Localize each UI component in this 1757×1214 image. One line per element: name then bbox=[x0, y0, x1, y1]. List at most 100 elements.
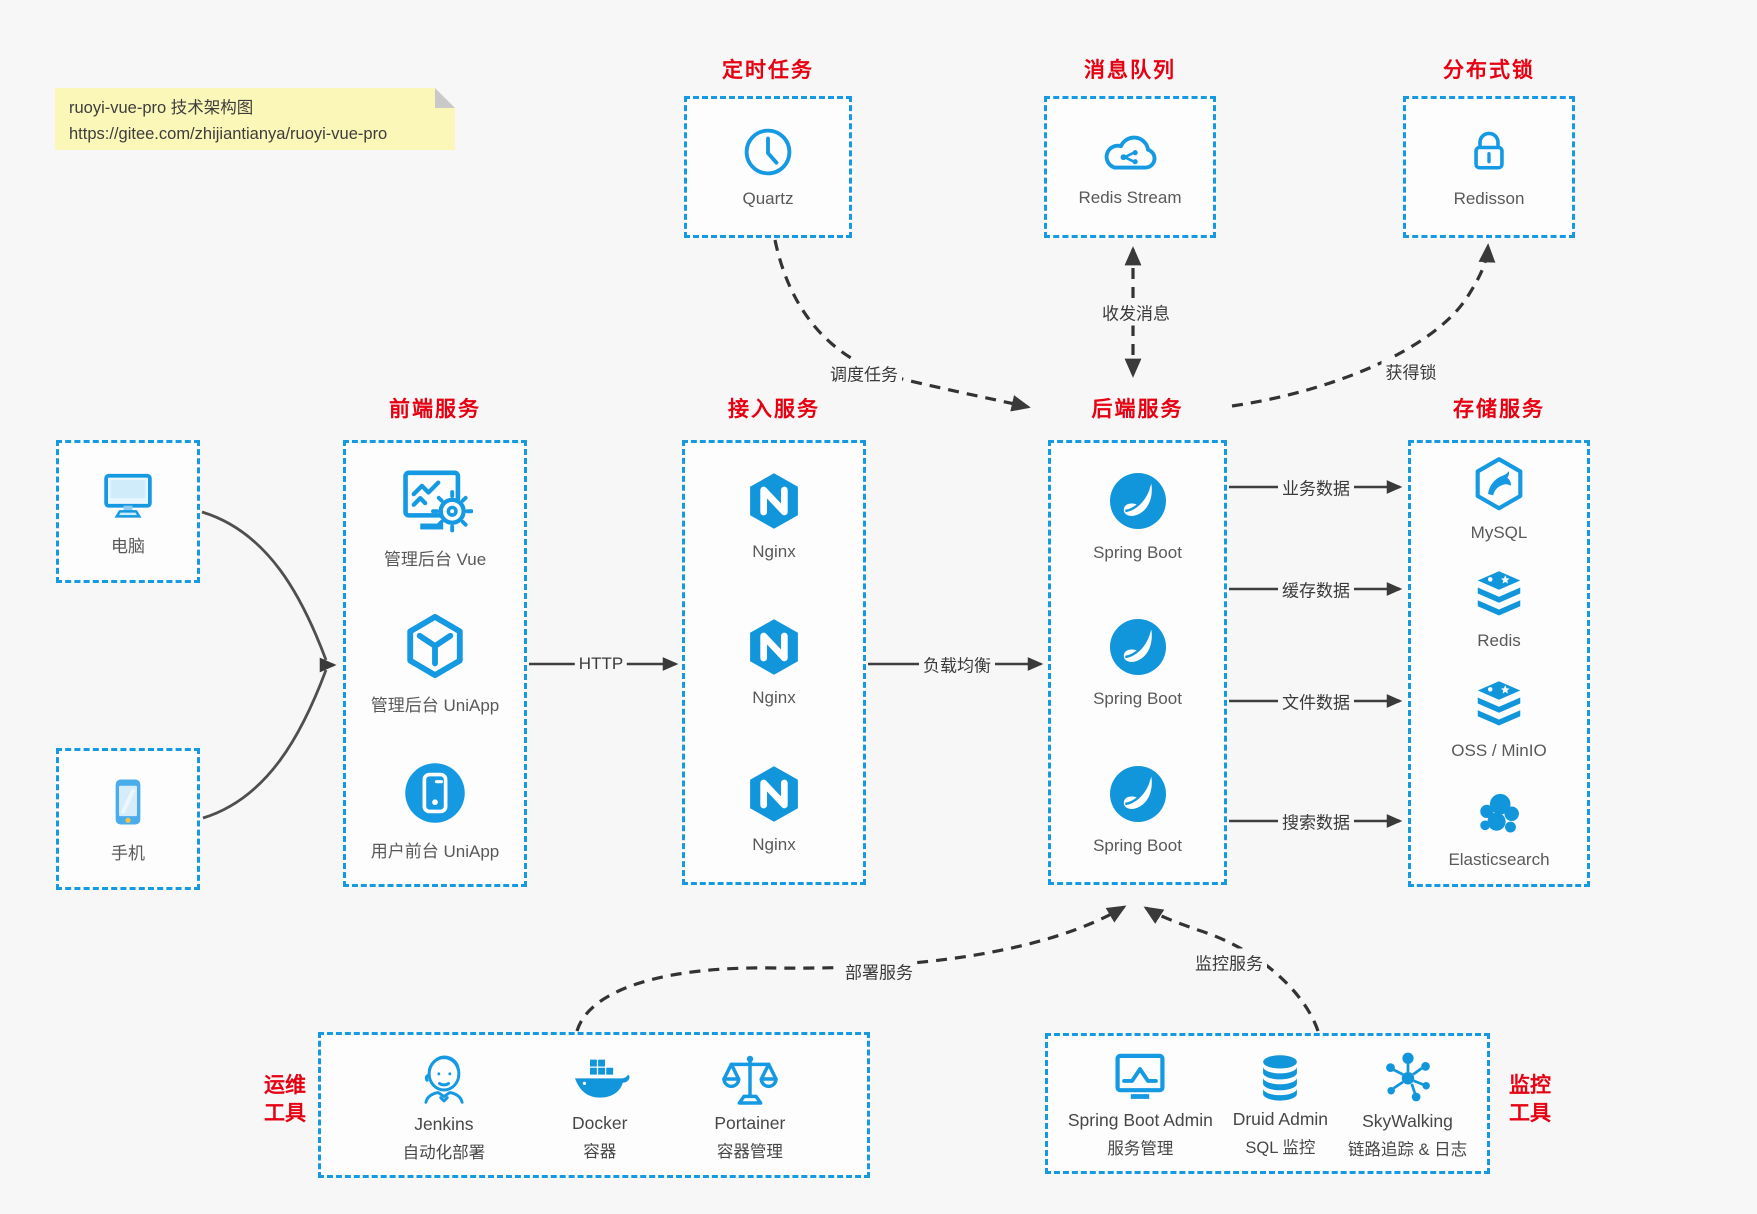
spring-boot-icon bbox=[1109, 765, 1166, 822]
edge-acquire-lock bbox=[1231, 243, 1496, 408]
nginx-icon bbox=[750, 766, 798, 822]
pc-client-node: 电脑 bbox=[59, 443, 197, 580]
topology-icon bbox=[1385, 1052, 1430, 1102]
user-uniapp-node: 用户前台 UniApp bbox=[346, 737, 524, 884]
jenkins-node: Jenkins 自动化部署 bbox=[402, 1048, 486, 1163]
user-app-icon bbox=[405, 763, 465, 823]
phone-client-box: 手机 bbox=[56, 748, 200, 890]
druid-admin-desc: SQL 监控 bbox=[1245, 1139, 1316, 1157]
nginx-node-2: Nginx bbox=[685, 589, 863, 735]
group-title-storage: 存储服务 bbox=[1453, 398, 1545, 421]
frontend-box: 管理后台 Vue 管理后台 UniApp 用户前台 UniApp bbox=[343, 440, 527, 887]
jenkins-name: Jenkins bbox=[414, 1113, 474, 1134]
nginx-icon bbox=[750, 619, 798, 676]
monitor-chart-icon bbox=[1115, 1053, 1165, 1099]
lock-icon bbox=[1474, 131, 1504, 170]
edge-label-deploy-service: 部署服务 bbox=[841, 957, 917, 985]
group-title-frontend: 前端服务 bbox=[389, 398, 481, 421]
portainer-name: Portainer bbox=[714, 1112, 786, 1133]
edge-label-load-balance: 负载均衡 bbox=[919, 650, 995, 678]
admin-vue-label: 管理后台 Vue bbox=[383, 550, 487, 569]
redisson-label: Redisson bbox=[1453, 189, 1525, 208]
edge-label-monitor-service: 监控服务 bbox=[1191, 948, 1267, 976]
group-title-message-queue: 消息队列 bbox=[1084, 59, 1176, 82]
edge-label-schedule-task: 调度任务 bbox=[826, 359, 902, 387]
group-title-distributed-lock: 分布式锁 bbox=[1443, 59, 1535, 82]
group-title-gateway: 接入服务 bbox=[728, 398, 820, 421]
mysql-icon bbox=[1475, 456, 1523, 510]
sticky-note: ruoyi-vue-pro 技术架构图 https://gitee.com/zh… bbox=[55, 88, 455, 150]
phone-client-node: 手机 bbox=[59, 751, 197, 887]
redis-stream-box: Redis Stream bbox=[1044, 96, 1216, 238]
edge-label-search-data: 搜索数据 bbox=[1278, 807, 1354, 835]
ops-tools-box: Jenkins 自动化部署 Docker 容器 bbox=[318, 1032, 870, 1178]
edge-label-file-data: 文件数据 bbox=[1278, 687, 1354, 715]
database-icon bbox=[1263, 1055, 1298, 1101]
monitoring-tools-side-label: 监控 工具 bbox=[1509, 1074, 1551, 1126]
user-uniapp-label: 用户前台 UniApp bbox=[370, 842, 500, 861]
spring-boot-icon bbox=[1109, 619, 1166, 676]
elasticsearch-label: Elasticsearch bbox=[1448, 850, 1550, 870]
group-title-backend: 后端服务 bbox=[1091, 398, 1184, 421]
redis-label: Redis bbox=[1477, 630, 1521, 650]
admin-uniapp-node: 管理后台 UniApp bbox=[346, 590, 524, 737]
mysql-label: MySQL bbox=[1470, 522, 1528, 542]
spring-boot-admin-name: Spring Boot Admin bbox=[1067, 1110, 1213, 1130]
admin-uniapp-label: 管理后台 UniApp bbox=[370, 696, 500, 715]
spring-boot-node-3: Spring Boot bbox=[1051, 736, 1224, 882]
redis-stream-label: Redis Stream bbox=[1078, 188, 1182, 207]
storage-box: MySQL Redis bbox=[1408, 440, 1590, 887]
uniapp-cube-icon bbox=[407, 613, 463, 679]
quartz-node: Quartz bbox=[687, 99, 849, 235]
object-storage-icon bbox=[1477, 681, 1521, 726]
druid-admin-name: Druid Admin bbox=[1232, 1109, 1329, 1129]
docker-whale-icon bbox=[574, 1059, 630, 1098]
elasticsearch-node: Elasticsearch bbox=[1411, 774, 1587, 884]
monitoring-tools-box: Spring Boot Admin 服务管理 Druid Admin SQL 监… bbox=[1045, 1033, 1490, 1174]
group-title-scheduled-task: 定时任务 bbox=[722, 59, 814, 82]
spring-boot-node-1: Spring Boot bbox=[1051, 443, 1224, 589]
spring-boot-node-2: Spring Boot bbox=[1051, 589, 1224, 735]
pc-client-box: 电脑 bbox=[56, 440, 200, 583]
clock-icon bbox=[744, 128, 792, 176]
spring-boot-icon bbox=[1109, 473, 1166, 530]
nginx-label-1: Nginx bbox=[752, 542, 796, 562]
phone-client-label: 手机 bbox=[111, 843, 145, 863]
edge-pc-to-frontend bbox=[201, 510, 328, 661]
skywalking-name: SkyWalking bbox=[1362, 1111, 1453, 1131]
redis-node: Redis bbox=[1411, 553, 1587, 663]
spring-boot-admin-node: Spring Boot Admin 服务管理 bbox=[1068, 1048, 1213, 1159]
edge-label-http: HTTP bbox=[574, 653, 628, 675]
edge-label-send-receive-message: 收发消息 bbox=[1098, 298, 1174, 326]
redis-stream-node: Redis Stream bbox=[1047, 99, 1213, 235]
redisson-node: Redisson bbox=[1406, 99, 1572, 235]
note-url: https://gitee.com/zhijiantianya/ruoyi-vu… bbox=[69, 124, 388, 143]
redis-stack-icon bbox=[1477, 571, 1521, 616]
nginx-label-2: Nginx bbox=[752, 688, 796, 708]
spring-boot-label-3: Spring Boot bbox=[1093, 835, 1182, 855]
ops-tools-side-label: 运维 工具 bbox=[264, 1074, 306, 1126]
docker-desc: 容器 bbox=[583, 1142, 617, 1161]
redisson-box: Redisson bbox=[1403, 96, 1575, 238]
druid-admin-node: Druid Admin SQL 监控 bbox=[1233, 1049, 1328, 1158]
nginx-icon bbox=[750, 473, 798, 529]
spring-boot-admin-desc: 服务管理 bbox=[1107, 1140, 1174, 1158]
quartz-box: Quartz bbox=[684, 96, 852, 238]
docker-node: Docker 容器 bbox=[567, 1049, 633, 1162]
docker-name: Docker bbox=[572, 1112, 628, 1133]
edge-label-business-data: 业务数据 bbox=[1278, 473, 1354, 501]
portainer-node: Portainer 容器管理 bbox=[714, 1049, 785, 1162]
note-fold-corner bbox=[435, 88, 455, 108]
smartphone-icon bbox=[115, 779, 141, 824]
skywalking-desc: 链路追踪 & 日志 bbox=[1347, 1141, 1468, 1159]
mysql-node: MySQL bbox=[1411, 443, 1587, 553]
portainer-desc: 容器管理 bbox=[716, 1142, 783, 1161]
cloud-stream-icon bbox=[1104, 135, 1157, 170]
backend-box: Spring Boot Spring Boot Spring Boot bbox=[1048, 440, 1227, 885]
jenkins-desc: 自动化部署 bbox=[402, 1143, 486, 1162]
nginx-node-3: Nginx bbox=[685, 736, 863, 882]
nginx-node-1: Nginx bbox=[685, 443, 863, 589]
skywalking-node: SkyWalking 链路追踪 & 日志 bbox=[1348, 1047, 1467, 1160]
pc-client-label: 电脑 bbox=[111, 536, 145, 556]
nginx-label-3: Nginx bbox=[752, 834, 796, 854]
